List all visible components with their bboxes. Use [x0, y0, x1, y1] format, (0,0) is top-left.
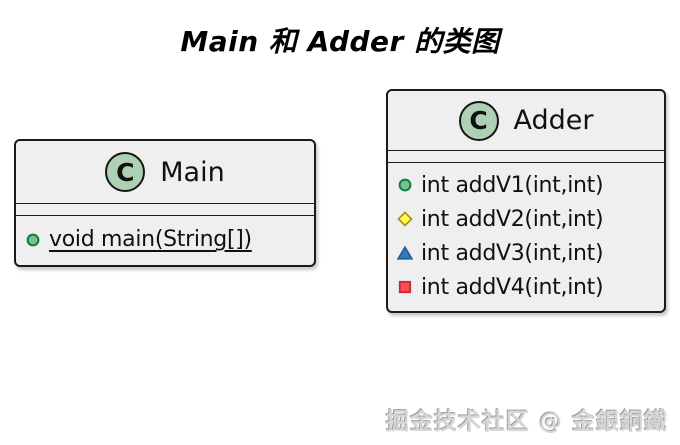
class-c-letter: C	[116, 157, 135, 187]
watermark-text: 掘金技术社区 @ 金銀銅鐵	[385, 409, 668, 435]
class-box-main: C Main void main(String[])	[14, 139, 316, 267]
public-circle-icon	[398, 178, 412, 192]
attributes-section-main	[16, 203, 314, 216]
class-box-adder: C Adder int addV1(int,int) int addV2(int…	[386, 89, 666, 313]
class-c-letter: C	[469, 106, 488, 135]
member-row: int addV3(int,int)	[397, 241, 657, 266]
protected-diamond-icon	[397, 211, 413, 227]
diagram-title: Main 和 Adder 的类图	[180, 25, 500, 58]
class-name-main: Main	[160, 156, 225, 188]
member-text: void main(String[])	[49, 227, 252, 252]
public-circle-icon	[26, 233, 40, 246]
member-row: void main(String[])	[25, 227, 307, 252]
package-triangle-icon	[397, 245, 413, 260]
member-row: int addV1(int,int)	[397, 173, 657, 198]
class-header-adder: C Adder	[388, 91, 664, 150]
class-name-adder: Adder	[513, 105, 594, 136]
member-row: int addV2(int,int)	[397, 207, 657, 232]
member-text: int addV4(int,int)	[421, 274, 604, 300]
class-c-icon: C	[105, 152, 146, 192]
methods-section-adder: int addV1(int,int) int addV2(int,int) in…	[388, 163, 664, 311]
class-header-main: C Main	[16, 141, 314, 203]
class-c-icon: C	[458, 100, 499, 141]
attributes-section-adder	[388, 150, 664, 163]
methods-section-main: void main(String[])	[16, 216, 314, 265]
private-square-icon	[398, 280, 412, 294]
member-text: int addV1(int,int)	[421, 172, 604, 198]
member-text: int addV2(int,int)	[421, 206, 604, 232]
member-text: int addV3(int,int)	[421, 240, 604, 266]
member-row: int addV4(int,int)	[397, 275, 657, 300]
